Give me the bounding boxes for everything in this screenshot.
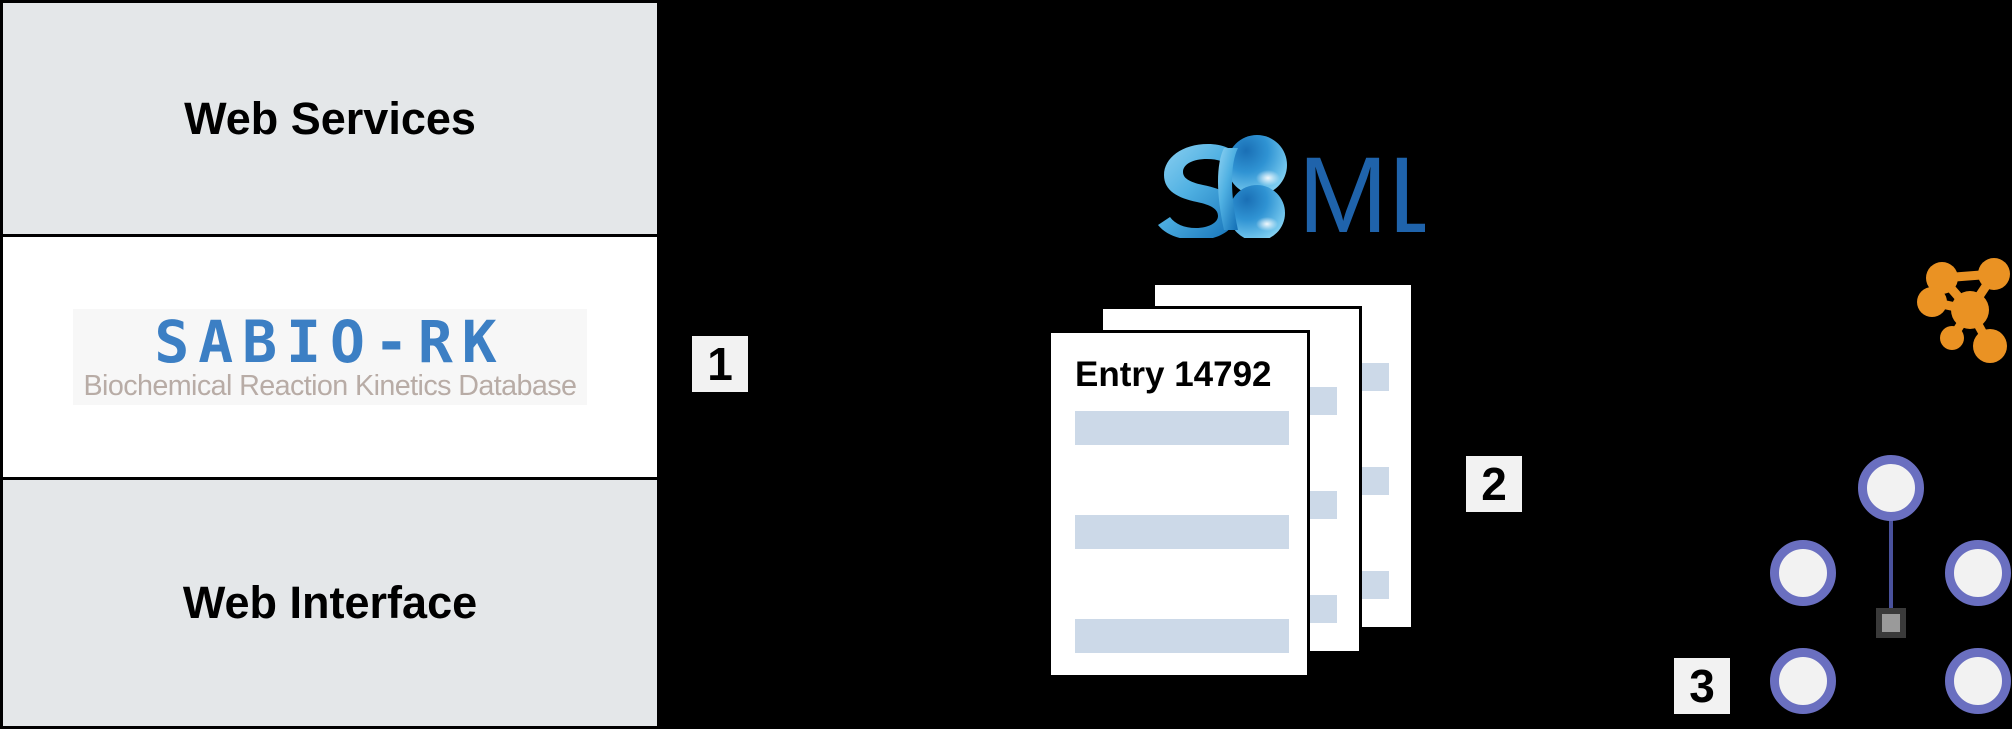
graph-edge <box>1889 520 1893 610</box>
doc-bar <box>1305 387 1337 415</box>
doc-bar <box>1075 515 1289 549</box>
document-front[interactable]: Entry 14792 <box>1048 330 1310 678</box>
sbml-ml-text: ML <box>1298 134 1425 238</box>
graph-reaction-node[interactable] <box>1876 608 1906 638</box>
document-entry-title: Entry 14792 <box>1075 355 1272 394</box>
doc-bar <box>1305 491 1337 519</box>
step-badge-3: 3 <box>1674 658 1730 714</box>
web-interface-label: Web Interface <box>182 577 478 628</box>
web-services-label: Web Services <box>184 92 476 144</box>
doc-bar <box>1075 411 1289 445</box>
doc-bar <box>1357 467 1389 495</box>
graph-node-right[interactable] <box>1945 540 2011 606</box>
graph-node-left[interactable] <box>1770 540 1836 606</box>
step-badge-1: 1 <box>692 336 748 392</box>
doc-bar <box>1357 363 1389 391</box>
sbml-s-glyph <box>1158 144 1242 240</box>
model-network-graph <box>1740 430 2012 729</box>
step-badge-2: 2 <box>1466 456 1522 512</box>
graph-node-bottom-left[interactable] <box>1770 648 1836 714</box>
sabio-rk-wordmark: SABIO-RK <box>154 307 506 376</box>
doc-bar <box>1075 619 1289 653</box>
sabio-rk-subtitle: Biochemical Reaction Kinetics Database <box>83 369 577 402</box>
sabio-rk-logo: SABIO-RK Biochemical Reaction Kinetics D… <box>73 307 587 406</box>
doc-bar <box>1305 595 1337 623</box>
sbml-b-glyph <box>1218 135 1287 241</box>
web-services-section[interactable]: Web Services <box>3 3 657 237</box>
sabio-rk-platform-panel: Web Services SABIO-RK Biochemical Reacti… <box>0 0 660 729</box>
sbml-logo: ML <box>1150 128 1448 255</box>
web-interface-section[interactable]: Web Interface <box>3 480 657 726</box>
molecule-network-icon <box>1908 252 2012 368</box>
sabio-rk-logo-section[interactable]: SABIO-RK Biochemical Reaction Kinetics D… <box>3 237 657 480</box>
graph-node-top[interactable] <box>1858 455 1924 521</box>
doc-bar <box>1357 571 1389 599</box>
graph-node-bottom-right[interactable] <box>1945 648 2011 714</box>
